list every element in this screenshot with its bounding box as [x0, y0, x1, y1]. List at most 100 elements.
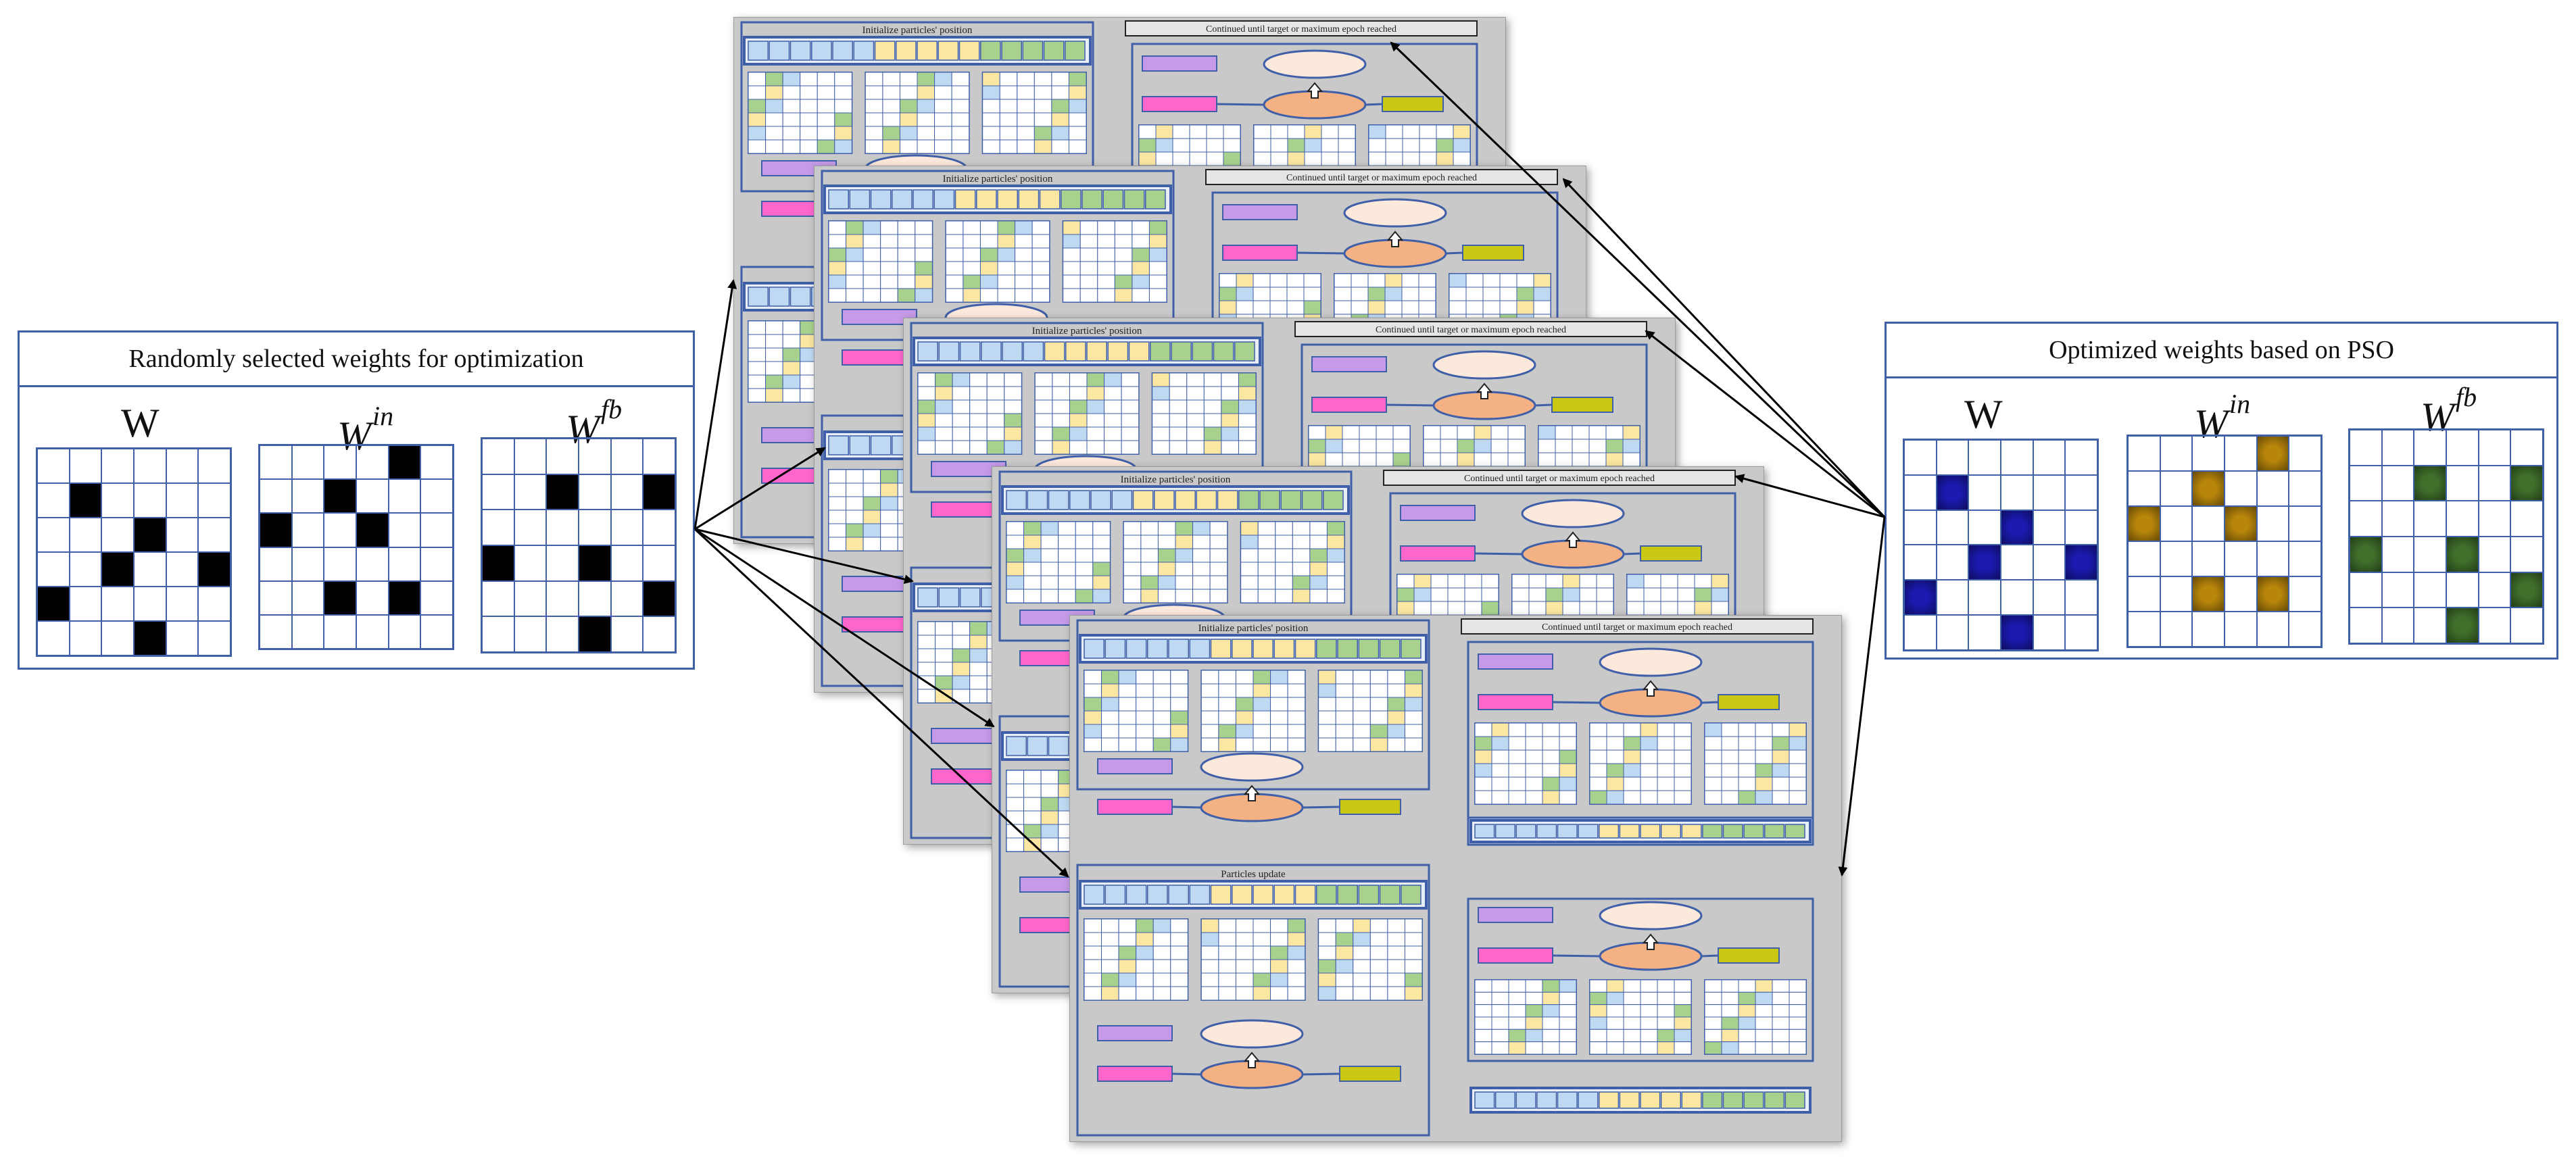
matrix-cell: [101, 552, 134, 587]
grid-cell: [834, 139, 852, 154]
matrix-cell: [2225, 506, 2257, 541]
vector-cell: [1323, 490, 1344, 510]
pbest-box: [1222, 204, 1298, 220]
vector-cell: [1125, 885, 1147, 905]
vector-cell: [1640, 824, 1661, 839]
connector: [1365, 103, 1383, 106]
matrix-cell: [324, 479, 356, 514]
vector-cell: [1494, 1091, 1515, 1109]
grid-cell: [951, 139, 970, 154]
matrix-cell: [2414, 501, 2446, 537]
matrix-cell: [2033, 474, 2066, 510]
vector-cell: [1154, 490, 1175, 510]
matrix-cell: [2128, 612, 2160, 647]
matrix-cell: [2381, 430, 2414, 466]
matrix-cell: [166, 483, 199, 518]
matrix-cell: [2128, 471, 2160, 506]
matrix-cell: [2478, 501, 2511, 537]
vector-cell: [1660, 824, 1681, 839]
vector-cell: [1111, 490, 1133, 510]
matrix-cell: [2065, 545, 2097, 580]
vector-cell: [1474, 824, 1495, 839]
matrix-cell: [514, 439, 547, 474]
target-label: Continued until target or maximum epoch …: [1206, 24, 1396, 34]
grid-cell: [1068, 139, 1087, 154]
matrix-cell: [1968, 474, 2001, 510]
matrix-cell: [2001, 545, 2033, 580]
matrix-cell: [324, 614, 356, 649]
matrix-cell: [260, 445, 292, 480]
grid-cell: [1674, 1041, 1692, 1055]
connector: [1171, 805, 1202, 809]
pbest-box: [1400, 505, 1476, 521]
vector-cell: [769, 41, 790, 61]
matrix-cell: [2225, 436, 2257, 471]
vector-cell: [1084, 639, 1104, 659]
matrix-cell: [2414, 537, 2446, 572]
matrix-cell: [166, 621, 199, 655]
matrix-cell: [1904, 545, 1937, 580]
matrix-cell: [610, 510, 643, 545]
matrix-cell: [198, 483, 230, 518]
matrix-cell: [356, 580, 389, 615]
vector-cell: [849, 189, 871, 209]
matrix-cell: [420, 580, 453, 615]
matrix-cell: [2350, 430, 2382, 466]
matrix-cell: [2289, 436, 2321, 471]
matrix-cell: [166, 518, 199, 552]
vector-cell: [958, 41, 980, 61]
vector-cell: [1132, 490, 1154, 510]
vector-cell: [1175, 490, 1196, 510]
vector-cell: [1515, 824, 1536, 839]
matrix-cell: [134, 483, 166, 518]
matrix-cell: [101, 587, 134, 621]
matrix-cell: [610, 439, 643, 474]
matrix-cell: [388, 547, 421, 581]
vector-cell: [1145, 189, 1166, 209]
matrix-cell: [356, 547, 389, 581]
target-label: Continued until target or maximum epoch …: [1542, 622, 1732, 633]
matrix-cell: [2446, 430, 2479, 466]
vector-cell: [1536, 824, 1557, 839]
matrix-cell: [2478, 430, 2511, 466]
target-box: [1461, 618, 1814, 635]
vector-cell: [1171, 341, 1192, 362]
vector-cell: [1578, 824, 1599, 839]
matrix-cell: [2414, 572, 2446, 608]
matrix-cell: [69, 552, 102, 587]
arrow-left-to-card-3: [694, 528, 914, 585]
matrix-cell: [482, 580, 514, 617]
optimized-weights-title: Optimized weights based on PSO: [1887, 324, 2556, 378]
right_panel-matrix-Win: [2127, 435, 2323, 648]
vector-cell: [1358, 639, 1380, 659]
matrix-cell: [643, 474, 675, 510]
matrix-cell: [2414, 430, 2446, 466]
matrix-cell: [37, 587, 70, 621]
matrix-cell: [2065, 440, 2097, 475]
matrix-cell: [2160, 506, 2193, 541]
vector-cell: [1213, 341, 1234, 362]
grid-cell: [1404, 986, 1423, 1001]
matrix-cell: [134, 449, 166, 483]
matrix-cell: [2001, 440, 2033, 475]
left_panel-matrix-Wfb: [481, 437, 677, 653]
matrix-cell: [388, 580, 421, 615]
vector-cell: [1232, 885, 1253, 905]
vector-cell: [913, 189, 933, 209]
matrix-cell: [2160, 576, 2193, 612]
matrix-cell: [1936, 580, 1969, 616]
vector-cell: [1022, 41, 1044, 61]
connector: [1552, 701, 1601, 704]
matrix-cell: [2065, 510, 2097, 545]
matrix-cell: [546, 545, 579, 581]
grid-cell: [1326, 589, 1345, 603]
matrix-cell: [2381, 572, 2414, 608]
pbest-box: [1478, 653, 1553, 670]
matrix-cell: [610, 580, 643, 617]
pbest-box: [1142, 55, 1217, 72]
matrix-cell: [643, 439, 675, 474]
vector-cell: [1168, 639, 1189, 659]
matrix-cell: [643, 616, 675, 652]
vector-cell: [789, 41, 811, 61]
left_panel-matrix-W: [36, 447, 232, 657]
